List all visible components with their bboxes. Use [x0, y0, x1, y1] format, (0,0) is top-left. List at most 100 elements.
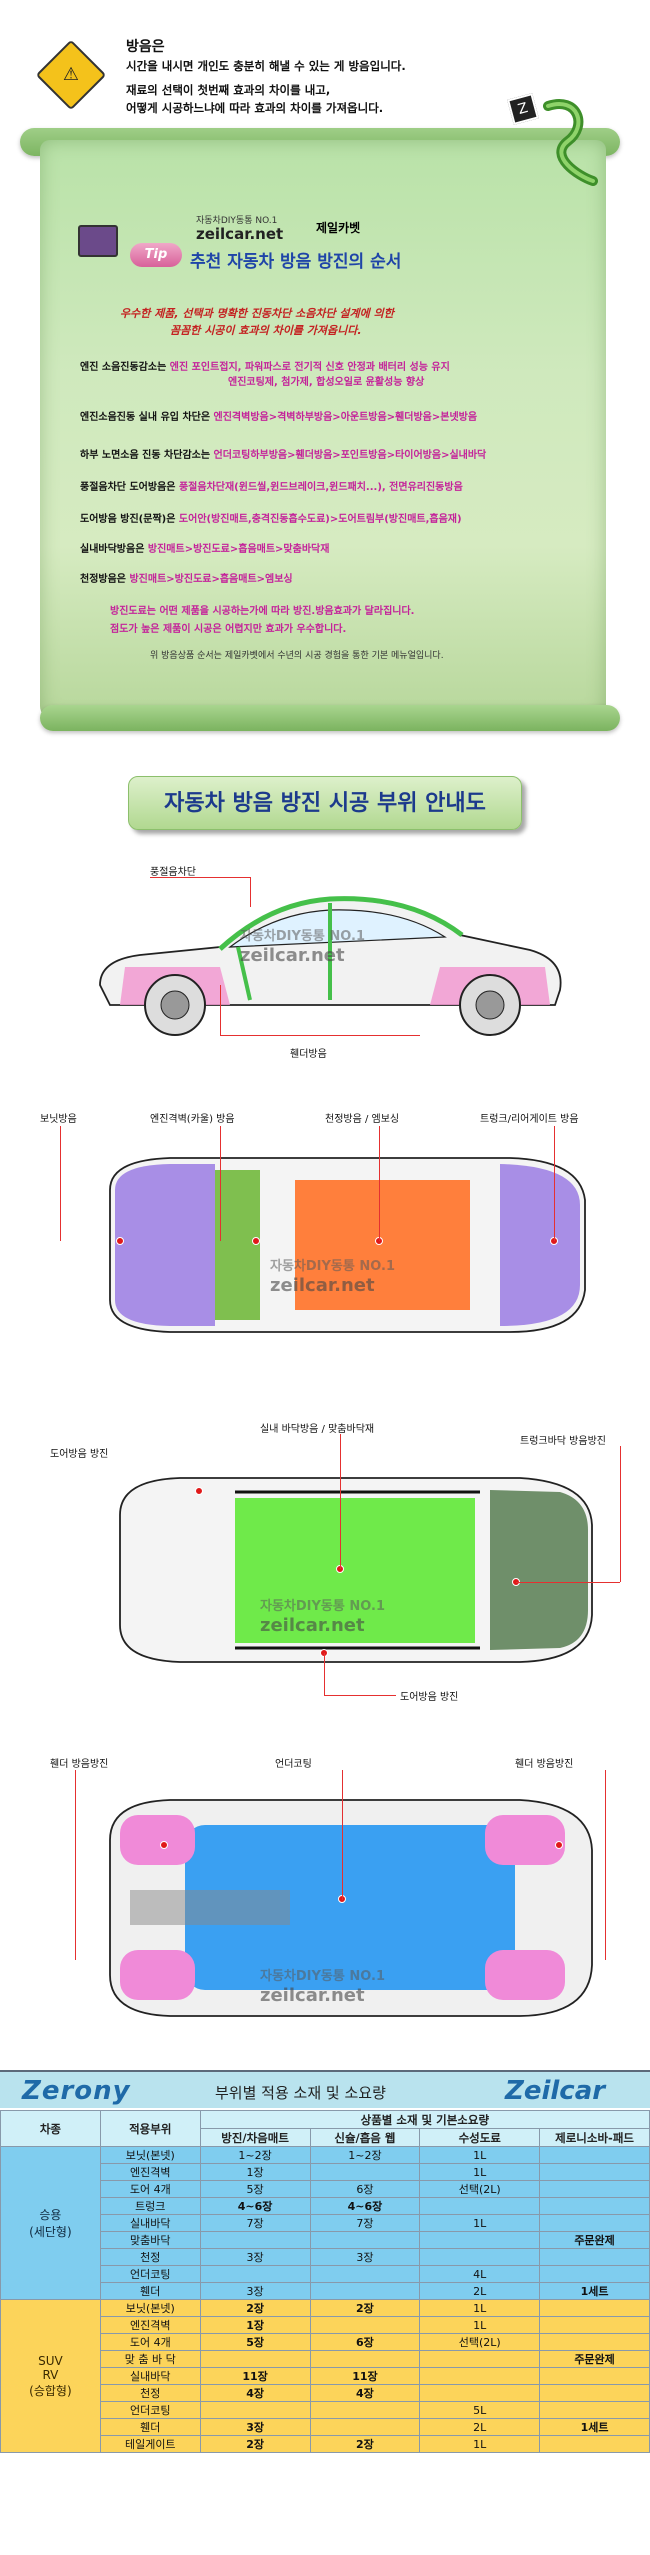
amount-cell: 7장 [309, 2214, 421, 2232]
amount-cell [419, 2350, 541, 2368]
material-table-section: Zerony 부위별 적용 소재 및 소요량 Zeilcar 차종 적용부위 상… [0, 2070, 650, 2555]
intro-line: 시간을 내시면 개인도 충분히 해낼 수 있는 게 방음입니다. [126, 59, 406, 73]
callout-fender-left: 휀더 방음방진 [50, 1759, 109, 1770]
amount-cell [539, 2265, 650, 2283]
part-cell: 실내바닥 [99, 2367, 201, 2385]
amount-cell [419, 2384, 541, 2402]
table-title: 부위별 적용 소재 및 소요량 [215, 2084, 386, 2102]
top-view-car-2 [119, 1477, 593, 1663]
part-cell: 맞 춤 바 닥 [99, 2350, 201, 2368]
amount-cell: 4~6장 [309, 2197, 421, 2215]
tip-block: Tip 자동차DIY동통 NO.1 zeilcar.net 제일카벳 추천 자동… [78, 205, 578, 275]
part-cell: 엔진격벽 [99, 2316, 201, 2334]
amount-cell: 1L [419, 2316, 541, 2334]
callout-fender-right: 휀더 방음방진 [515, 1759, 574, 1770]
part-cell: 실내바닥 [99, 2214, 201, 2232]
scroll-bottom-roll [40, 705, 620, 731]
amount-cell [539, 2180, 650, 2198]
amount-cell: 1L [419, 2214, 541, 2232]
amount-cell [539, 2248, 650, 2266]
guide-row-value: 언더코팅하부방음>휀더방음>포인트방음>타이어방음>실내바닥 [213, 450, 487, 461]
bottom-view-car [109, 1799, 593, 2017]
part-cell: 언더코팅 [99, 2401, 201, 2419]
callout-door-lower: 도어방음 방진 [400, 1692, 459, 1703]
guide-row-value: 방진매트>방진도료>흡음매트>엠보싱 [129, 574, 293, 585]
intro-line: 재료의 선택이 첫번째 효과의 차이를 내고, [126, 83, 331, 97]
amount-cell [309, 2316, 421, 2334]
callout-trunk-floor: 트렁크바닥 방음방진 [520, 1436, 606, 1447]
top-view-diagram-1: 보닛방음 엔진격벽(카울) 방음 천정방음 / 엠보싱 트렁크/리어게이트 방음… [20, 1110, 640, 1360]
zeilcar-logo: Zeilcar [505, 2076, 606, 2106]
part-cell: 언더코팅 [99, 2265, 201, 2283]
amount-cell: 1L [419, 2146, 541, 2164]
marker-dot [195, 1487, 203, 1495]
guide-row-label: 풍절음차단 도어방음은 [80, 482, 176, 493]
guide-scroll [40, 140, 606, 720]
callout-floor: 실내 바닥방음 / 맞춤바닥재 [260, 1424, 375, 1435]
marker-dot [116, 1237, 124, 1245]
amount-cell: 6장 [309, 2333, 421, 2351]
amount-cell: 3장 [199, 2418, 311, 2436]
callout-line [220, 985, 221, 1035]
amount-cell [419, 2248, 541, 2266]
amount-cell [419, 2197, 541, 2215]
part-cell: 테일게이트 [99, 2435, 201, 2453]
amount-cell [419, 2231, 541, 2249]
watermark-url: zeilcar.net [260, 1985, 365, 2006]
tagline-line: 우수한 제품, 선택과 명확한 진동차단 소음차단 설계에 의한 [120, 307, 394, 320]
amount-cell [199, 2401, 311, 2419]
callout-door-upper: 도어방음 방진 [50, 1449, 109, 1460]
watermark-url: zeilcar.net [270, 1275, 375, 1296]
guide-row-engine-cabin: 엔진소음진동 실내 유입 차단은 엔진격벽방음>격벽하부방음>아운트방음>휀더방… [80, 408, 600, 423]
table-header-cell: 제로니소바-패드 [539, 2128, 650, 2147]
amount-cell [539, 2163, 650, 2181]
guide-row-label: 도어방음 방진(문짝)은 [80, 514, 176, 525]
amount-cell: 1세트 [539, 2418, 650, 2436]
amount-cell: 주문완제 [539, 2231, 650, 2249]
callout-line [75, 1770, 76, 1960]
amount-cell [309, 2350, 421, 2368]
amount-cell: 3장 [199, 2282, 311, 2300]
laptop-icon [78, 225, 118, 257]
brand-name: 제일카벳 [316, 221, 361, 235]
callout-firewall: 엔진격벽(카울) 방음 [150, 1114, 235, 1125]
guide-row-value: 방진매트>방진도료>흡음매트>맞춤바닥재 [147, 544, 330, 555]
callout-line [60, 1126, 61, 1241]
amount-cell: 4L [419, 2265, 541, 2283]
callout-line [342, 1770, 343, 1900]
callout-line [379, 1126, 380, 1241]
amount-cell: 선택(2L) [419, 2333, 541, 2351]
amount-cell: 주문완제 [539, 2350, 650, 2368]
vehicle-category-cell: 승용 (세단형) [0, 2146, 101, 2300]
amount-cell: 5장 [199, 2333, 311, 2351]
part-cell: 도어 4개 [99, 2180, 201, 2198]
amount-cell [539, 2401, 650, 2419]
table-header-cell: 차종 [0, 2110, 101, 2147]
guide-row-road-noise: 하부 노면소음 진동 차단감소는 언더코팅하부방음>휀더방음>포인트방음>타이어… [80, 446, 600, 461]
top-view-car-1 [109, 1157, 586, 1333]
amount-cell [539, 2435, 650, 2453]
callout-line [554, 1126, 555, 1241]
watermark: 자동차DIY동통 NO.1 [270, 1259, 395, 1274]
callout-line [220, 1035, 420, 1036]
part-cell: 천정 [99, 2248, 201, 2266]
guide-row-value: 엔진코팅제, 첨가제, 합성오일로 윤활성능 향상 [228, 377, 425, 388]
vehicle-category-cell: SUV RV (승합형) [0, 2299, 101, 2453]
part-cell: 보닛(본넷) [99, 2299, 201, 2317]
amount-cell: 2L [419, 2282, 541, 2300]
ribbon-icon [543, 99, 598, 186]
amount-cell [309, 2282, 421, 2300]
callout-line [605, 1770, 606, 1960]
watermark: 자동차DIY동통 NO.1 [240, 929, 365, 944]
side-view-car [99, 896, 562, 1036]
guide-row-label: 천정방음은 [80, 574, 126, 585]
amount-cell [309, 2265, 421, 2283]
marker-dot [252, 1237, 260, 1245]
part-cell: 트렁크 [99, 2197, 201, 2215]
callout-line [340, 1434, 341, 1569]
